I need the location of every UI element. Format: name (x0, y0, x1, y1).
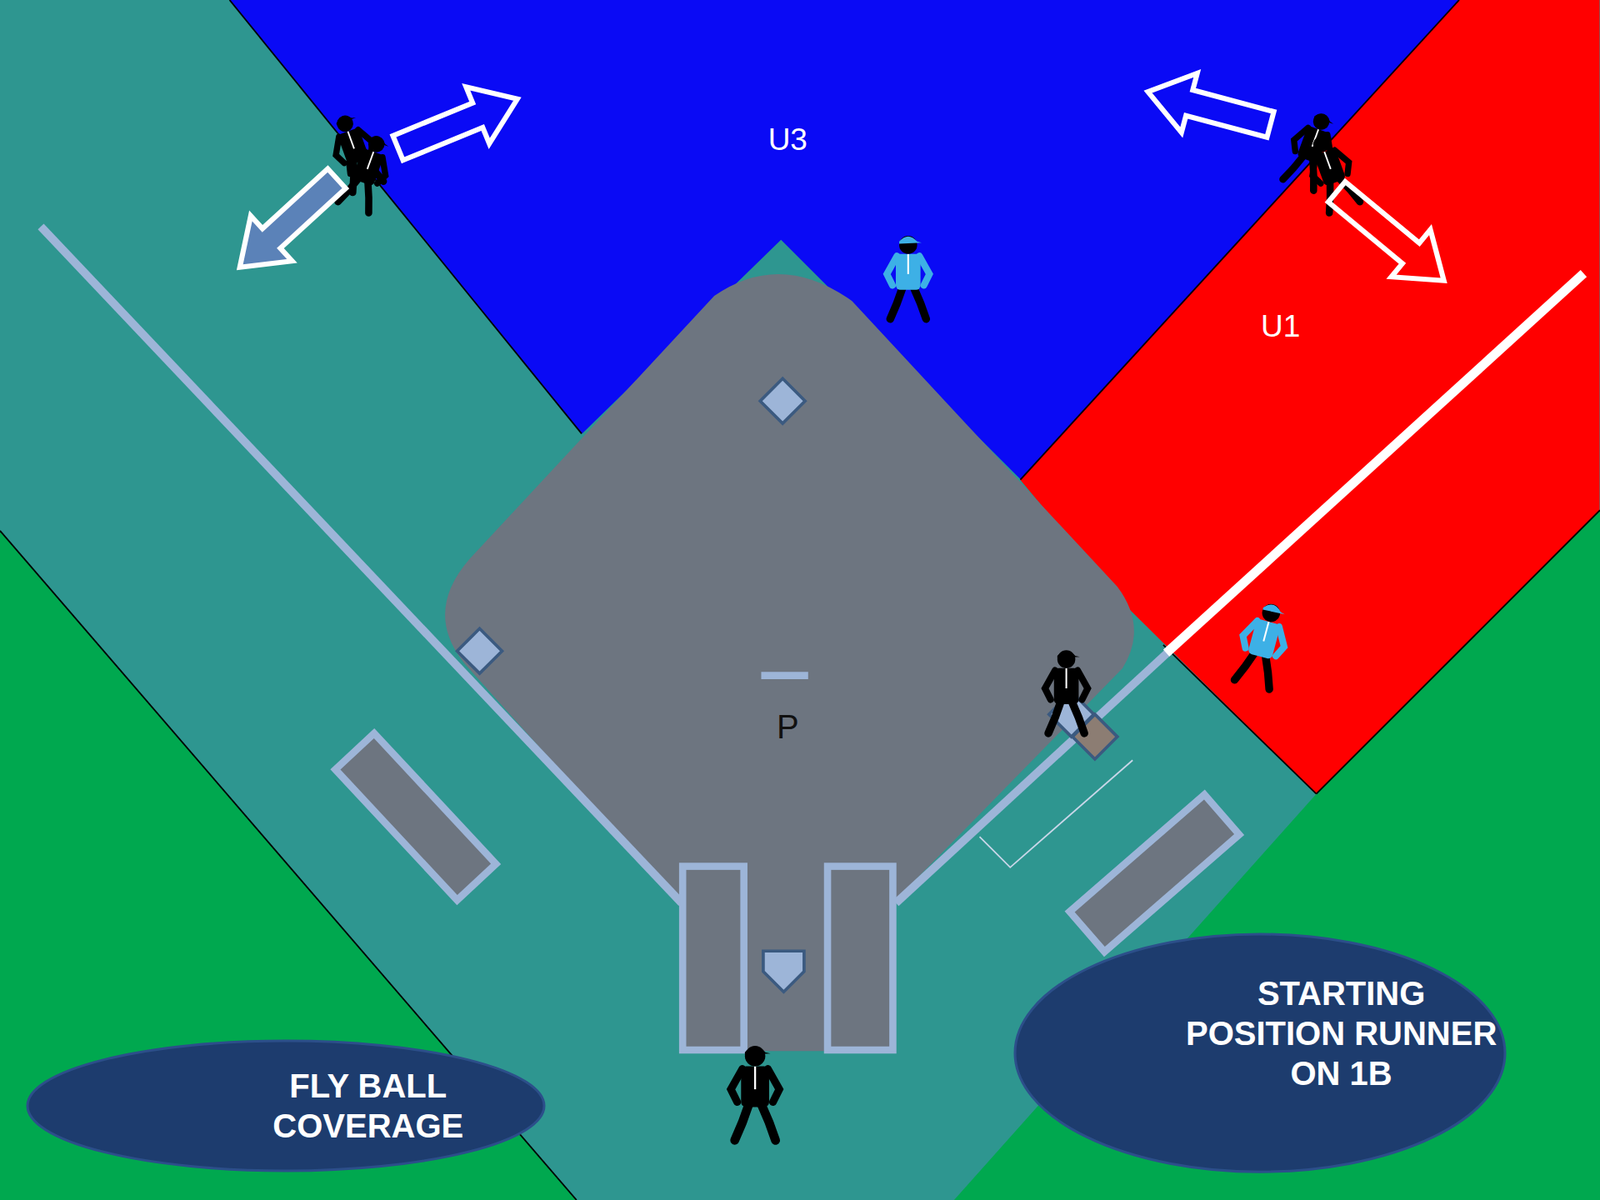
shape-outline (25, 1039, 546, 1173)
infield-dirt (445, 274, 1135, 1051)
pitcher-plate (760, 671, 808, 680)
zone-border (230, 0, 582, 434)
home-plate (763, 950, 805, 992)
runner-lane (980, 760, 1134, 868)
foul-line (40, 226, 682, 904)
movement-arrow (393, 86, 518, 160)
zone-label: U3 (768, 121, 808, 159)
movement-arrow (1148, 73, 1275, 138)
oval-fill (27, 1040, 545, 1171)
foul-line (1166, 273, 1585, 654)
zone-border (1316, 510, 1600, 794)
third-base (457, 628, 503, 674)
movement-arrow (240, 169, 346, 268)
coach-box (335, 733, 496, 900)
movement-arrow (1328, 181, 1445, 281)
batters-box (827, 866, 893, 1050)
title-oval: FLY BALL COVERAGE (25, 1039, 546, 1173)
plate-umpire (730, 1045, 780, 1140)
fielder (886, 235, 930, 320)
base-umpire (1045, 650, 1088, 734)
shape-outline (1013, 932, 1507, 1174)
oval-fill (1015, 934, 1505, 1172)
zone-border (1163, 645, 1317, 795)
oval-label: STARTING POSITION RUNNER ON 1B (1175, 973, 1507, 1094)
batters-box (682, 866, 744, 1050)
base-umpire (335, 130, 398, 215)
fielder (1231, 599, 1295, 691)
caption-oval: STARTING POSITION RUNNER ON 1B (1013, 932, 1507, 1174)
zone-label: U1 (1260, 308, 1300, 345)
zone-border (1020, 0, 1460, 480)
position-label: P (776, 706, 800, 747)
second-base (760, 378, 805, 424)
oval-label: FLY BALL COVERAGE (190, 1065, 546, 1146)
coach-box (1070, 794, 1240, 952)
